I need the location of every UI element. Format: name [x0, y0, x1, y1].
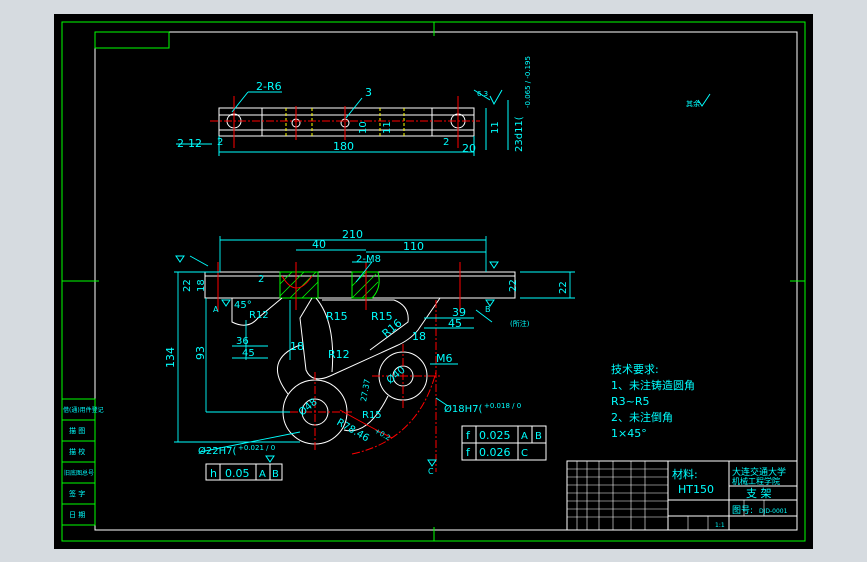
- tol-h-val: 0.05: [225, 467, 250, 480]
- dim-22-left: 22: [182, 279, 193, 292]
- top-view-body: [218, 107, 475, 137]
- top-roughness-symbol: [489, 89, 503, 106]
- top-dim-2-left: 2: [217, 137, 223, 148]
- tech-line4: 1×45°: [611, 427, 647, 440]
- datum-a: A: [213, 305, 219, 314]
- side-stamps: 借(通)用件登记 描 图 描 校 旧底图总号 签 字 日 期: [61, 398, 104, 526]
- tol-f1-ref-b: B: [535, 431, 542, 442]
- drawing-no-label: 图号:: [732, 505, 753, 516]
- material-label: 材料:: [672, 467, 698, 481]
- tol-f2-sym: f: [466, 446, 471, 459]
- tol-h-ref: A: [259, 469, 266, 480]
- dim-134: 134: [164, 347, 177, 368]
- part-name: 支 架: [746, 487, 772, 500]
- dim-r78-tol: +0.2: [373, 427, 392, 442]
- top-dim-3: 3: [365, 86, 372, 99]
- top-dim-180: 180: [333, 140, 354, 153]
- tech-requirements: 技术要求: 1、未注铸造圆角 R3~R5 2、未注倒角 1×45°: [611, 363, 695, 440]
- material-value: HT150: [678, 483, 714, 496]
- school-sub: 机械工程学院: [732, 476, 780, 486]
- top-dim-11a: 11: [382, 121, 393, 134]
- dim-r15-a: R15: [326, 310, 348, 323]
- title-block: 材料: HT150 大连交通大学 机械工程学院 支 架 图号: DJD-0001…: [566, 460, 798, 531]
- top-roughness-label: 6.3: [477, 90, 488, 98]
- top-dim-11b: 11: [490, 121, 501, 134]
- school-name: 大连交通大学: [732, 466, 786, 478]
- scale: 1:1: [715, 522, 725, 529]
- tol-f2-val: 0.026: [479, 446, 511, 459]
- tech-line3: 2、未注倒角: [611, 410, 673, 424]
- stamp-5: 日 期: [69, 511, 85, 519]
- tech-line1: 1、未注铸造圆角: [611, 378, 695, 392]
- corner-box: [94, 31, 170, 49]
- dim-r78: R78.46: [335, 417, 371, 444]
- tol-f1-sym: f: [466, 429, 471, 442]
- front-body-outline: [231, 297, 441, 380]
- dim-45-angle: 45°: [234, 300, 252, 311]
- top-view: 2-R6 3 2-12 2 2 180 20 10 11 11 23d11( -…: [176, 56, 532, 156]
- dim-18-mid: 18: [412, 330, 426, 343]
- stamp-2: 描 校: [69, 447, 85, 456]
- dim-r15-b: R15: [371, 310, 393, 323]
- dim-45-left: 45: [242, 348, 255, 359]
- top-dim-2-r6: 2-R6: [256, 80, 282, 93]
- dim-2-m8: 2-M8: [356, 254, 381, 265]
- stamp-4: 签 字: [69, 489, 85, 498]
- hatch-left: [279, 271, 319, 299]
- dim-22-far: 22: [558, 281, 569, 294]
- tech-title: 技术要求:: [611, 363, 659, 376]
- dim-r12: R12: [328, 348, 350, 361]
- dim-m6: M6: [436, 352, 453, 365]
- roughness-corner-symbol: [697, 93, 711, 107]
- tech-line2: R3~R5: [611, 395, 650, 408]
- top-dim-20: 20: [462, 142, 476, 155]
- dim-18-top: 18: [196, 279, 207, 292]
- tol-h-sym: h: [210, 467, 217, 480]
- top-dim-2-12: 2-12: [177, 137, 202, 150]
- stamp-3: 旧底图总号: [64, 469, 94, 477]
- tol-f2-ref: C: [521, 448, 528, 459]
- stamp-0: 借(通)用件登记: [63, 406, 104, 414]
- stamp-1: 描 图: [69, 426, 85, 435]
- tol-f1-ref-a: A: [521, 431, 528, 442]
- dim-2: 2: [258, 274, 264, 285]
- dim-18h7: Ø18H7(: [444, 403, 482, 415]
- dim-93: 93: [194, 346, 207, 360]
- datum-b: B: [485, 305, 491, 314]
- top-dim-23d11: 23d11(: [514, 116, 525, 152]
- dim-r12-small: R12: [249, 310, 269, 321]
- dim-18: 18: [290, 340, 304, 353]
- roughness-note: (所注): [510, 319, 530, 328]
- dim-36: 36: [236, 336, 249, 347]
- dim-27-37: 27.37: [359, 378, 372, 402]
- top-dim-10: 10: [358, 121, 369, 134]
- dim-45-right: 45: [448, 317, 462, 330]
- datum-c: C: [428, 467, 434, 476]
- top-dim-2-right: 2: [443, 137, 449, 148]
- dim-22h7-tol: +0.021 / 0: [238, 444, 275, 452]
- tol-h-ref2: B: [272, 469, 279, 480]
- drawing-no: DJD-0001: [759, 508, 788, 515]
- dim-40: 40: [312, 238, 326, 251]
- dim-r15-c: R15: [362, 410, 382, 421]
- dim-18h7-tol: +0.018 / 0: [484, 402, 521, 410]
- dim-22h7: Ø22H7(: [198, 445, 236, 457]
- front-view: 210 40 110 2-M8 22 18 22 22 2 45° R12 36…: [164, 228, 575, 481]
- top-dim-23d11-tol: -0.065 / -0.195: [524, 56, 532, 108]
- dim-22-right: 22: [508, 279, 519, 292]
- dim-110: 110: [403, 240, 424, 253]
- tol-f1-val: 0.025: [479, 429, 511, 442]
- dim-210: 210: [342, 228, 363, 241]
- roughness-corner: 其余: [686, 99, 700, 108]
- hatch-right: [351, 271, 380, 299]
- dim-39: 39: [452, 306, 466, 319]
